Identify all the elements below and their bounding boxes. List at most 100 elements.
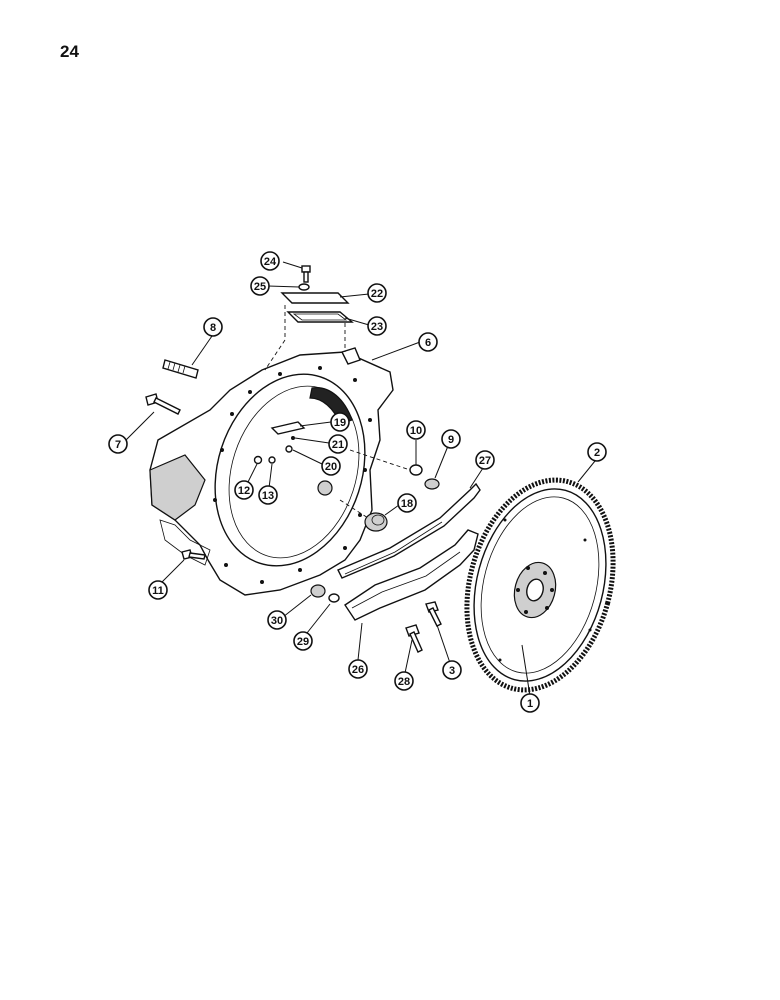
callout-8: 8 <box>203 317 223 337</box>
top-cover-gasket <box>286 311 354 323</box>
callout-label: 13 <box>262 490 274 502</box>
callout-26: 26 <box>348 659 368 679</box>
cover-bolt <box>301 265 311 283</box>
callout-label: 11 <box>152 585 164 597</box>
callout-label: 12 <box>238 485 250 497</box>
seal-line <box>339 499 369 519</box>
callout-label: 20 <box>325 461 337 473</box>
seal-18 <box>364 512 388 532</box>
callout-label: 2 <box>594 447 600 459</box>
callout-11: 11 <box>148 580 168 600</box>
callout-label: 7 <box>115 439 121 451</box>
oil-pan-gasket-strip <box>337 482 481 579</box>
callout-circle <box>267 610 287 630</box>
washer-10 <box>409 464 423 476</box>
callout-label: 25 <box>254 281 266 293</box>
top-cover-plate <box>280 292 350 304</box>
callout-circle <box>367 283 387 303</box>
housing-bolt-holes <box>213 366 372 584</box>
cover-washer <box>298 283 310 291</box>
dowel-pin <box>162 359 199 379</box>
callout-circle <box>250 276 270 296</box>
leader-lines <box>125 261 596 697</box>
callout-label: 26 <box>352 664 364 676</box>
callout-circle <box>441 429 461 449</box>
callout-circle <box>330 412 350 432</box>
callout-circle <box>520 693 540 713</box>
callout-28: 28 <box>394 671 414 691</box>
callout-2: 2 <box>587 442 607 462</box>
callout-label: 3 <box>449 665 455 677</box>
callout-label: 8 <box>210 322 216 334</box>
callout-12: 12 <box>234 480 254 500</box>
callout-circle <box>394 671 414 691</box>
callout-10: 10 <box>406 420 426 440</box>
callout-label: 21 <box>332 439 344 451</box>
lock-washer-20 <box>285 445 293 453</box>
callout-label: 24 <box>264 256 277 268</box>
callout-20: 20 <box>321 456 341 476</box>
callout-circle <box>148 580 168 600</box>
callout-9: 9 <box>441 429 461 449</box>
nut-12 <box>253 455 263 465</box>
callout-30: 30 <box>267 610 287 630</box>
cover-alignment-line <box>264 305 286 371</box>
page-number: 24 <box>60 42 79 61</box>
callout-13: 13 <box>258 485 278 505</box>
housing-bolt <box>145 393 181 415</box>
bolt-28 <box>405 624 423 653</box>
callout-circle <box>348 659 368 679</box>
callout-label: 1 <box>527 698 533 710</box>
callout-21: 21 <box>328 434 348 454</box>
callout-label: 29 <box>297 636 309 648</box>
washer-29 <box>328 593 340 603</box>
callout-circle <box>234 480 254 500</box>
callout-29: 29 <box>293 631 313 651</box>
callout-circle <box>442 660 462 680</box>
callout-circle <box>328 434 348 454</box>
callout-circle <box>108 434 128 454</box>
callout-23: 23 <box>367 316 387 336</box>
callout-label: 10 <box>410 425 422 437</box>
callout-19: 19 <box>330 412 350 432</box>
callout-circle <box>397 493 417 513</box>
callout-6: 6 <box>418 332 438 352</box>
flywheel <box>464 477 616 693</box>
callout-label: 30 <box>271 615 283 627</box>
callout-label: 28 <box>398 676 410 688</box>
nut-30 <box>310 584 326 598</box>
washer-13 <box>268 456 276 464</box>
callout-circle <box>258 485 278 505</box>
inspection-cover <box>270 421 306 435</box>
callout-1: 1 <box>520 693 540 713</box>
callout-circle <box>475 450 495 470</box>
bolt-3 <box>425 601 442 627</box>
callout-18: 18 <box>397 493 417 513</box>
screw-21 <box>291 436 295 440</box>
callout-7: 7 <box>108 434 128 454</box>
callout-label: 23 <box>371 321 383 333</box>
callout-circle <box>321 456 341 476</box>
callout-circle <box>418 332 438 352</box>
stud-line <box>349 449 411 471</box>
lower-bolt <box>181 549 206 560</box>
callout-label: 9 <box>448 434 454 446</box>
callout-circle <box>260 251 280 271</box>
callout-label: 19 <box>334 417 346 429</box>
callout-24: 24 <box>260 251 280 271</box>
callout-circle <box>203 317 223 337</box>
callout-circle <box>367 316 387 336</box>
callout-circle <box>587 442 607 462</box>
nut-9 <box>424 478 440 490</box>
callout-circle <box>293 631 313 651</box>
callout-label: 6 <box>425 337 431 349</box>
callout-3: 3 <box>442 660 462 680</box>
callout-25: 25 <box>250 276 270 296</box>
callout-label: 18 <box>401 498 413 510</box>
callout-27: 27 <box>475 450 495 470</box>
callout-label: 27 <box>479 455 491 467</box>
callout-22: 22 <box>367 283 387 303</box>
support-bracket <box>344 529 479 621</box>
